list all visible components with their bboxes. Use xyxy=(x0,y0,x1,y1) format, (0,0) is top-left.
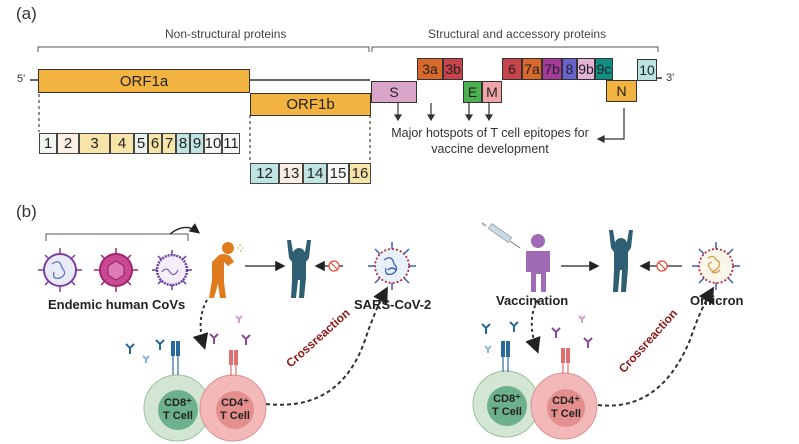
orf1b-box: ORF1b xyxy=(250,93,371,116)
panel-a-label: (a) xyxy=(16,4,37,23)
gene-box-7a: 7a xyxy=(522,58,542,80)
gene-box-e: E xyxy=(463,81,482,103)
tcr-receptor-icon-cd4-left xyxy=(229,350,238,376)
cd4-t-cell-right xyxy=(530,372,598,440)
curved-arrow-icon xyxy=(169,223,201,235)
nsp-box-13: 13 xyxy=(279,163,303,184)
five-prime-label: 5' xyxy=(17,73,26,85)
nsp-box-10: 10 xyxy=(204,133,222,154)
nsp-box-1: 1 xyxy=(39,133,57,154)
nsp-box-5: 5 xyxy=(134,133,148,154)
nsp-box-11: 11 xyxy=(222,133,240,154)
virus-icon-endemic-2 xyxy=(94,248,138,292)
tcr-receptor-icon-cd8-left xyxy=(171,341,180,375)
nsp-box-8: 8 xyxy=(176,133,190,154)
nsp-box-14: 14 xyxy=(303,163,327,184)
healthy-person-icon-left xyxy=(287,240,311,298)
gene-box-3b: 3b xyxy=(443,58,463,80)
cd8-t-cell-right xyxy=(472,370,540,438)
cd8-label-line1: CD8⁺ xyxy=(164,397,192,409)
cd8-label-line2: T Cell xyxy=(492,406,522,418)
antibody-icons-right xyxy=(481,315,593,353)
healthy-person-icon-right xyxy=(609,230,633,292)
vaccination-label: Vaccination xyxy=(496,293,569,308)
syringe-icon xyxy=(481,222,521,249)
cd4-label-line2: T Cell xyxy=(551,408,581,420)
nsp-box-4: 4 xyxy=(110,133,134,154)
crossreaction-arrow-right xyxy=(597,286,715,407)
cd8-label-left: CD8⁺ T Cell xyxy=(158,397,198,423)
nonstructural-label: Non-structural proteins xyxy=(165,27,287,41)
structural-bracket xyxy=(371,46,659,52)
endemic-cov-label: Endemic human CoVs xyxy=(48,297,186,312)
gene-box-9c: 9c xyxy=(595,58,613,80)
orf1a-box: ORF1a xyxy=(38,69,250,93)
cd8-label-line1: CD8⁺ xyxy=(493,393,521,405)
nsp-box-2: 2 xyxy=(57,133,79,154)
gene-box-10: 10 xyxy=(637,59,657,81)
virus-icon-sars-cov-2 xyxy=(368,242,416,290)
virus-icon-endemic-1 xyxy=(38,248,82,292)
tcr-receptor-icon-cd4-right xyxy=(561,348,570,374)
nsp-box-3: 3 xyxy=(79,133,110,154)
nsp-box-12: 12 xyxy=(250,163,279,184)
virus-icon-endemic-3 xyxy=(152,250,192,290)
block-icon-left xyxy=(328,260,340,272)
cd8-label-line2: T Cell xyxy=(163,410,193,422)
nsp-box-15: 15 xyxy=(327,163,349,184)
omicron-label: Omicron xyxy=(690,293,744,308)
dotted-arrow-to-cells-left xyxy=(192,299,209,350)
vaccinated-person-icon xyxy=(526,234,550,292)
cd8-label-right: CD8⁺ T Cell xyxy=(487,393,527,419)
nsp-box-6: 6 xyxy=(148,133,162,154)
gene-box-m: M xyxy=(482,81,502,103)
virus-icon-omicron xyxy=(692,242,740,290)
gene-box-n: N xyxy=(606,80,637,102)
three-prime-label: 3' xyxy=(666,72,675,84)
nsp-box-7: 7 xyxy=(162,133,176,154)
gene-box-7b: 7b xyxy=(542,58,562,80)
sick-person-icon xyxy=(209,242,234,298)
tcr-receptor-icon-cd8-right xyxy=(501,341,510,372)
gene-box-3a: 3a xyxy=(417,58,443,80)
cd4-label-left: CD4⁺ T Cell xyxy=(215,397,255,423)
hotspot-text-line2: vaccine development xyxy=(431,142,549,156)
cd4-t-cell-left xyxy=(199,374,267,442)
structural-label: Structural and accessory proteins xyxy=(428,27,607,41)
cd4-label-right: CD4⁺ T Cell xyxy=(546,395,586,421)
hotspot-text: Major hotspots of T cell epitopes for va… xyxy=(380,125,600,157)
cd4-label-line1: CD4⁺ xyxy=(552,395,580,407)
endemic-bracket xyxy=(45,233,189,241)
nsp-box-9: 9 xyxy=(190,133,204,154)
nonstructural-bracket xyxy=(37,46,370,52)
nsp-box-16: 16 xyxy=(349,163,371,184)
gene-box-6: 6 xyxy=(502,58,522,80)
sars-cov-2-label: SARS-CoV-2 xyxy=(354,297,432,312)
hotspot-text-line1: Major hotspots of T cell epitopes for xyxy=(391,126,589,140)
gene-box-9b: 9b xyxy=(577,58,595,80)
block-icon-right xyxy=(656,260,668,272)
antibody-icons-left xyxy=(125,315,251,363)
hotspot-arrows xyxy=(393,103,625,143)
gene-box-s: S xyxy=(371,81,417,103)
cd4-label-line2: T Cell xyxy=(220,410,250,422)
cd8-t-cell-left xyxy=(143,374,211,442)
cd4-label-line1: CD4⁺ xyxy=(221,397,249,409)
panel-b-label: (b) xyxy=(16,202,37,221)
gene-box-8: 8 xyxy=(562,58,577,80)
sneeze-particles xyxy=(237,244,244,252)
